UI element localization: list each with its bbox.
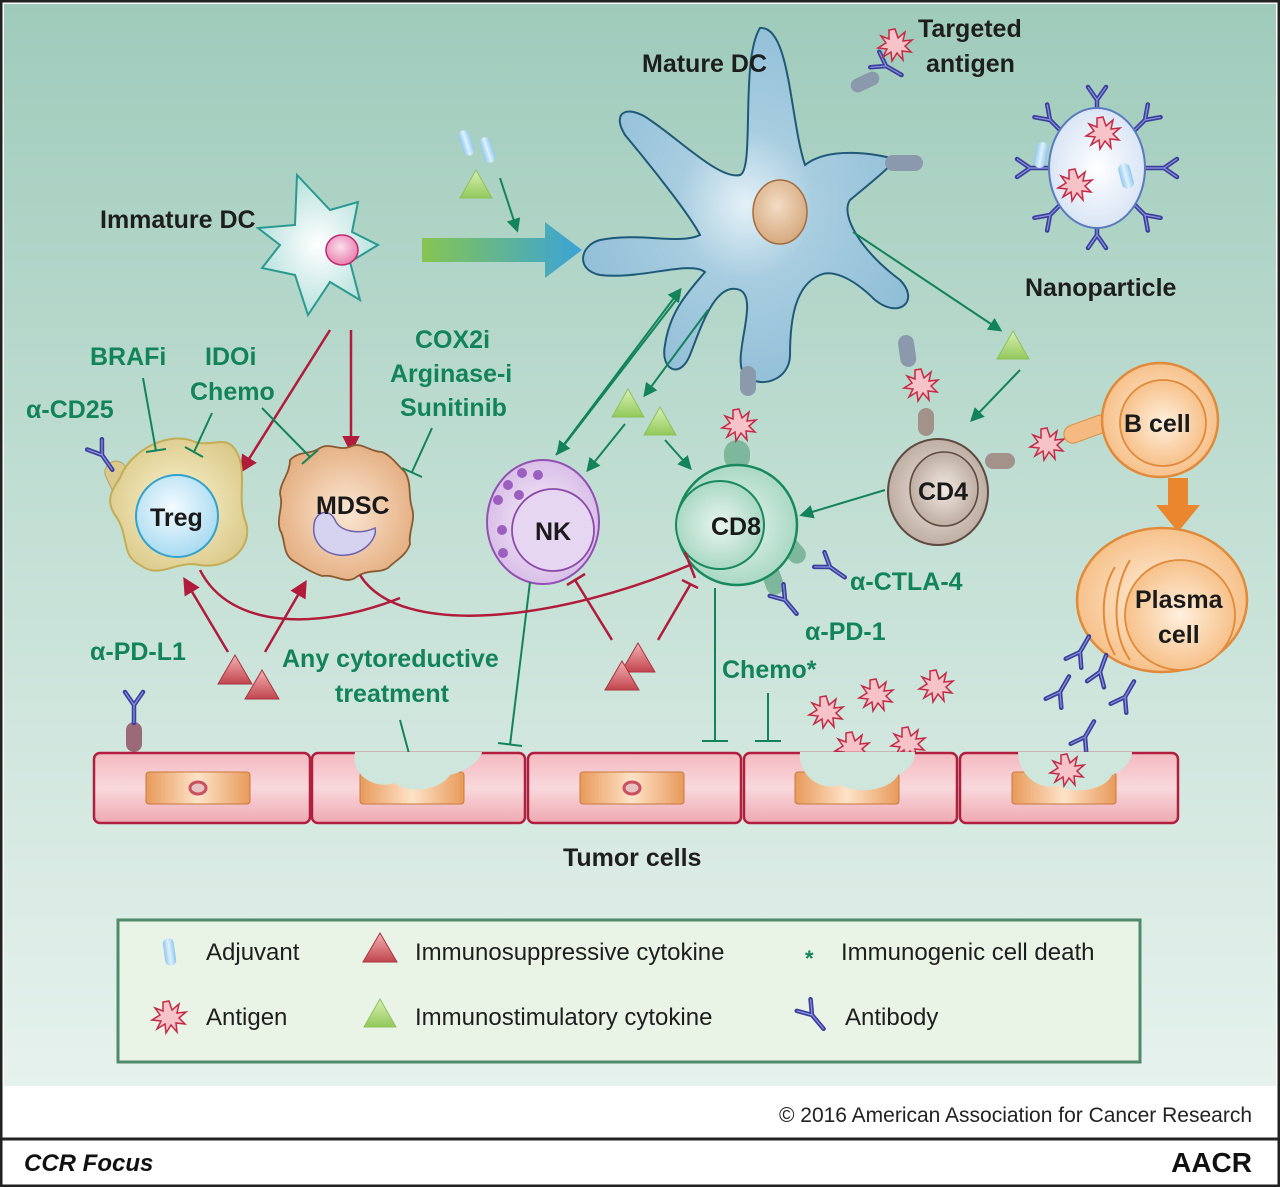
nanoparticle-label: Nanoparticle bbox=[1025, 274, 1177, 302]
nk-cell bbox=[486, 459, 600, 585]
chemo-star-label: Chemo* bbox=[722, 656, 817, 684]
mdsc-cell bbox=[277, 444, 414, 581]
maturation-arrow bbox=[422, 222, 582, 278]
cd8-cell bbox=[675, 440, 806, 595]
legend-adjuvant-label: Adjuvant bbox=[206, 939, 300, 966]
legend-antigen-label: Antigen bbox=[206, 1004, 287, 1031]
mature-dc-label: Mature DC bbox=[642, 50, 767, 78]
tumor-cell-row bbox=[92, 751, 1180, 825]
targeted-antigen-label-2: antigen bbox=[926, 50, 1015, 78]
publisher-logo: AACR bbox=[1171, 1147, 1252, 1178]
brafi-label: BRAFi bbox=[90, 343, 166, 371]
cytoreductive-label-2: treatment bbox=[335, 680, 450, 708]
nk-label: NK bbox=[535, 518, 571, 546]
anti-cd25-label: α-CD25 bbox=[26, 396, 114, 424]
adjuvant-pill-2 bbox=[479, 137, 496, 163]
targeted-antigen-label-1: Targeted bbox=[918, 15, 1022, 43]
cytoreductive-label-1: Any cytoreductive bbox=[282, 645, 499, 673]
suppression-lines bbox=[183, 551, 699, 653]
legend: Adjuvant Immunosuppressive cytokine * Im… bbox=[116, 918, 1142, 1064]
anti-pd1-label: α-PD-1 bbox=[805, 618, 886, 646]
b-cell-label: B cell bbox=[1124, 410, 1191, 438]
drug-inhibition-lines bbox=[142, 377, 781, 767]
legend-adjuvant-icon bbox=[162, 938, 177, 966]
legend-immunostimulatory-label: Immunostimulatory cytokine bbox=[415, 1004, 712, 1031]
legend-immunogenic-death-icon: * bbox=[805, 946, 814, 971]
b-cell bbox=[1063, 361, 1220, 479]
legend-immunogenic-death-label: Immunogenic cell death bbox=[841, 939, 1094, 966]
adjuvant-pill-1 bbox=[458, 130, 475, 156]
mdsc-label: MDSC bbox=[316, 492, 390, 520]
arginase-label: Arginase-i bbox=[390, 360, 512, 388]
plasma-cell-label-1: Plasma bbox=[1135, 586, 1224, 614]
anti-pdl1-label: α-PD-L1 bbox=[90, 638, 186, 666]
cd8-label: CD8 bbox=[711, 513, 761, 541]
immature-dc-cell bbox=[255, 172, 381, 318]
nanoparticle bbox=[1017, 87, 1177, 248]
journal-name: CCR Focus bbox=[24, 1150, 153, 1177]
plasma-cell-label-2: cell bbox=[1158, 621, 1200, 649]
mature-dc-cell bbox=[582, 26, 910, 384]
chemo-label: Chemo bbox=[190, 378, 275, 406]
immature-dc-label: Immature DC bbox=[100, 206, 256, 234]
treg-label: Treg bbox=[150, 504, 203, 532]
legend-antibody-label: Antibody bbox=[845, 1004, 938, 1031]
sunitinib-label: Sunitinib bbox=[400, 394, 507, 422]
idoi-label: IDOi bbox=[205, 343, 256, 371]
tumor-cells-label: Tumor cells bbox=[563, 844, 701, 872]
plasma-cell bbox=[1075, 526, 1249, 674]
bcell-to-plasma-arrow bbox=[1156, 478, 1200, 532]
copyright-text: © 2016 American Association for Cancer R… bbox=[779, 1104, 1252, 1127]
cd4-label: CD4 bbox=[918, 478, 968, 506]
legend-immunosuppressive-label: Immunosuppressive cytokine bbox=[415, 939, 724, 966]
cox2i-label: COX2i bbox=[415, 326, 490, 354]
cd4-cell bbox=[887, 408, 1015, 546]
treg-cell bbox=[104, 437, 249, 572]
anti-ctla4-label: α-CTLA-4 bbox=[850, 568, 963, 596]
